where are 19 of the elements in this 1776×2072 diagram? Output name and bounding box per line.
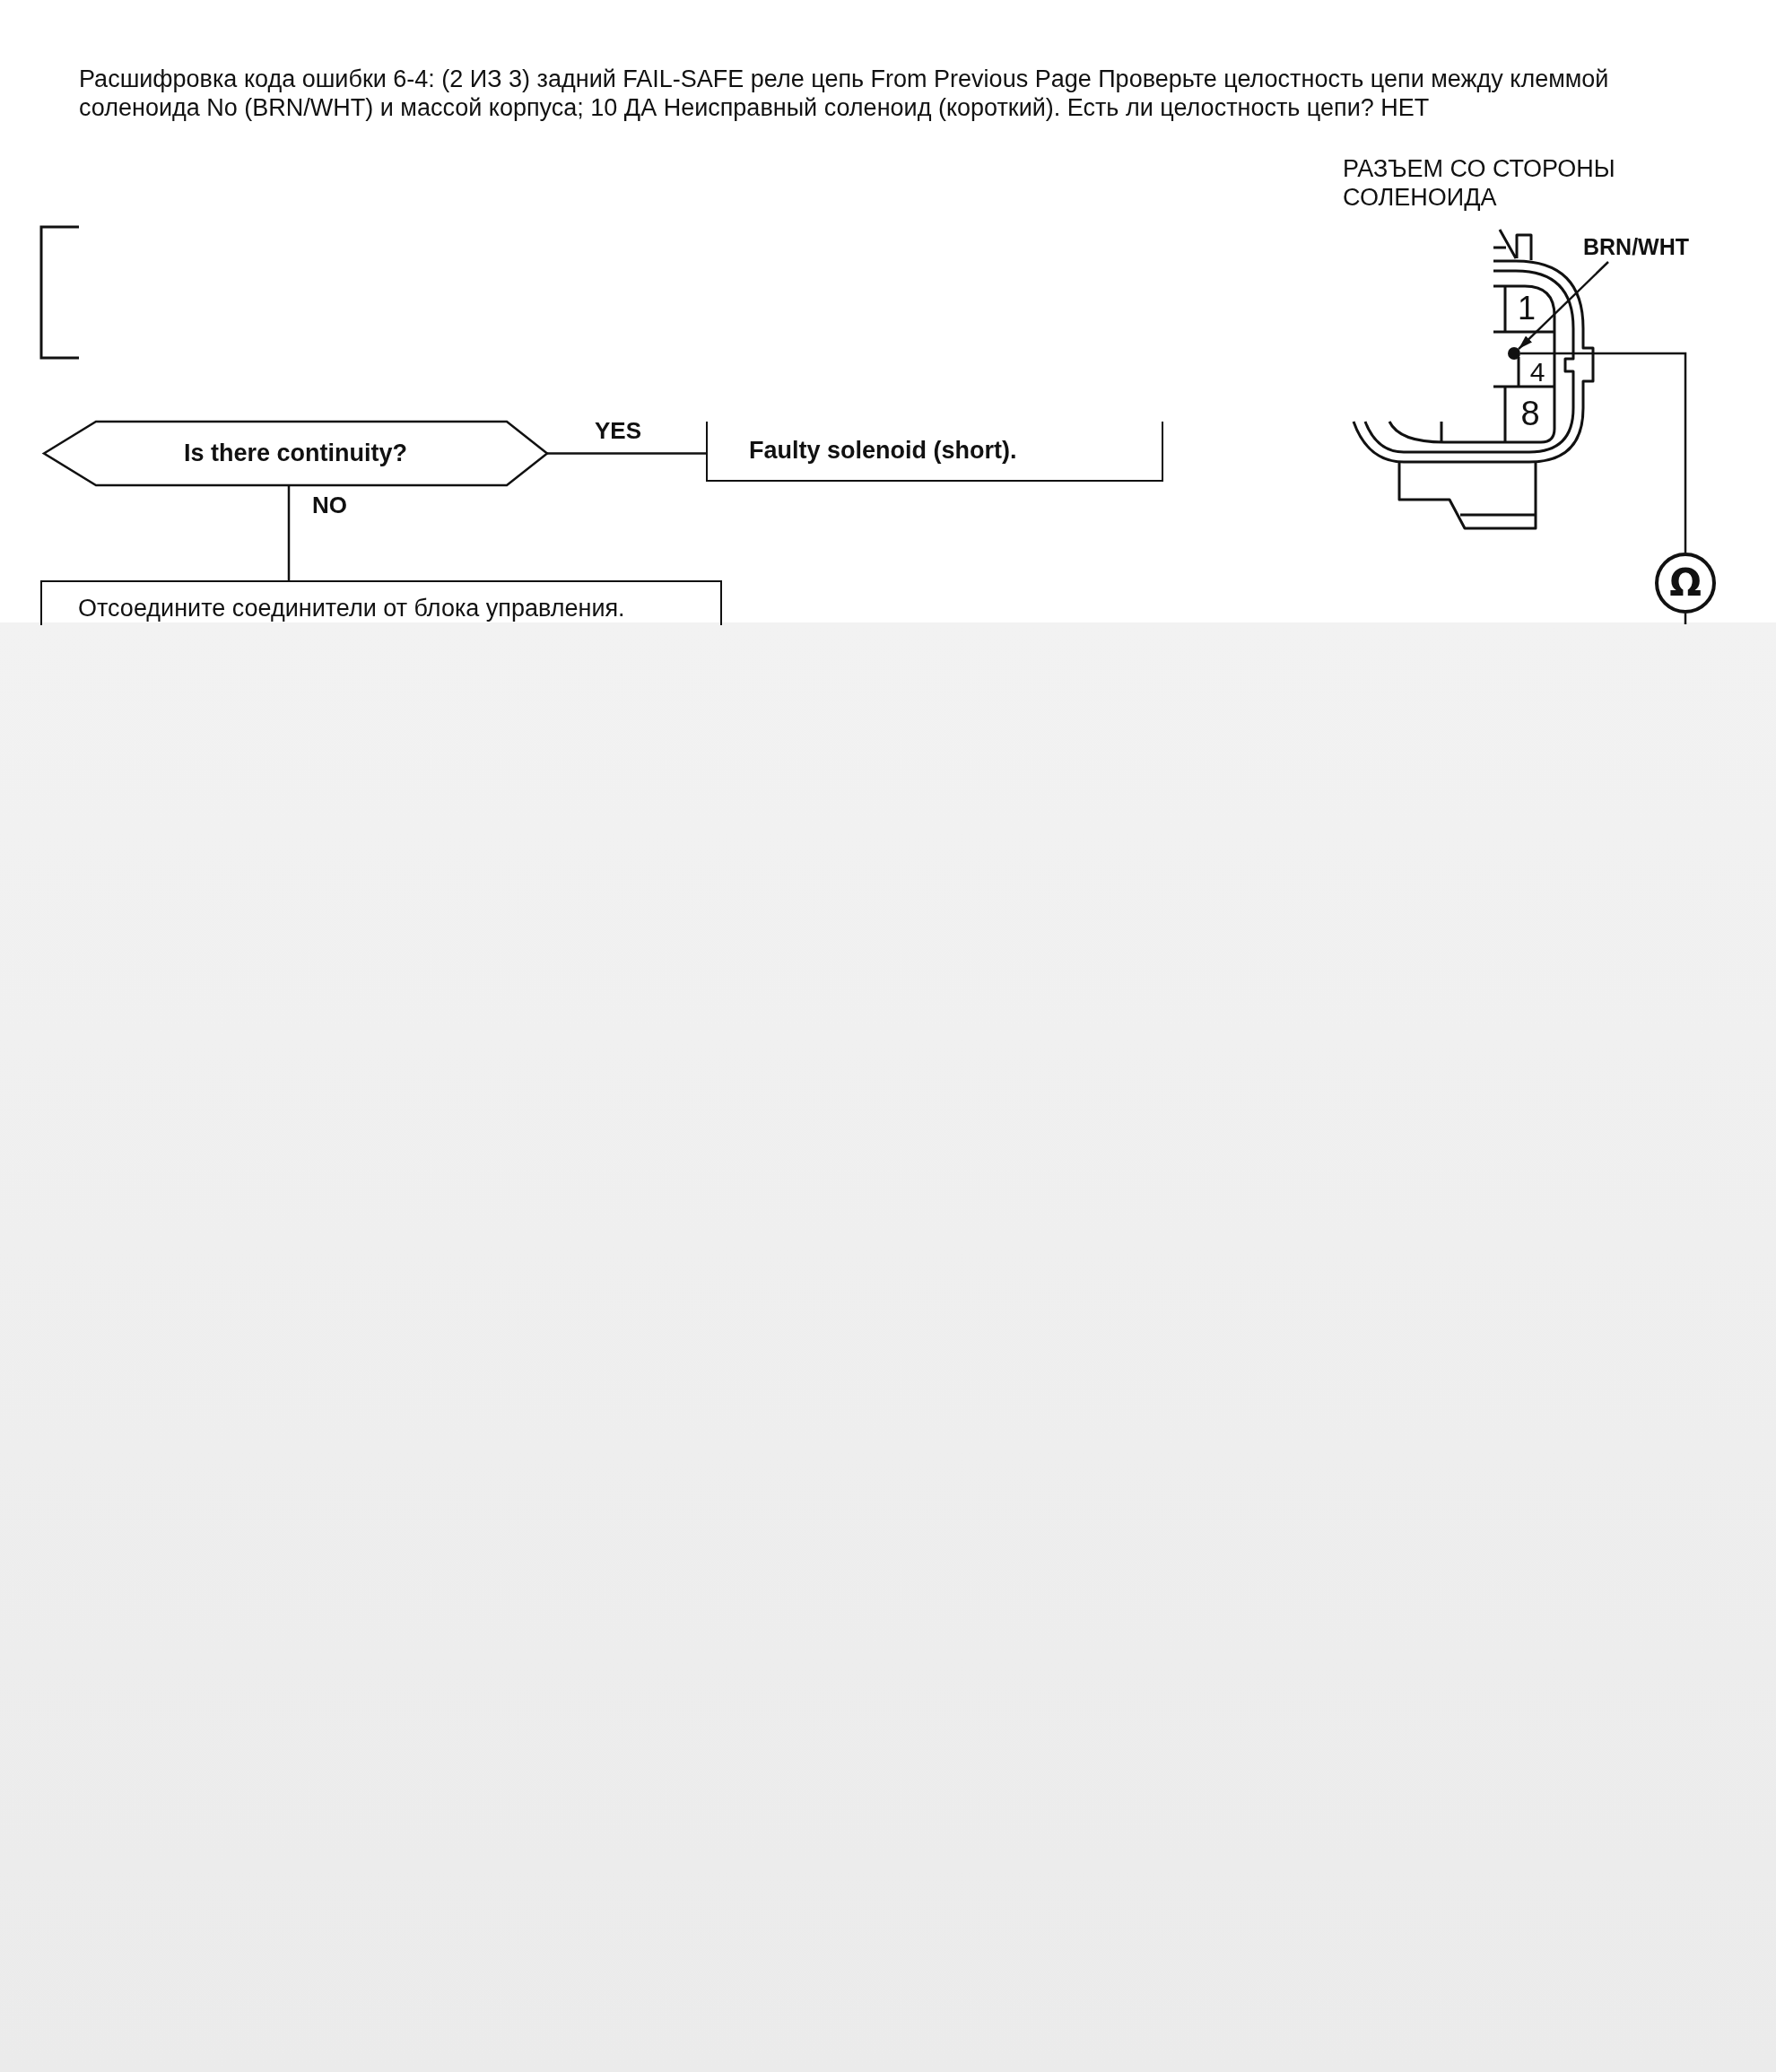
step-text: Отсоедините соединители от блока управления. <box>78 595 625 623</box>
terminal-dot <box>1508 347 1520 360</box>
process-box <box>40 580 722 625</box>
wire <box>1684 614 1687 624</box>
pin-number: 4 <box>1529 356 1545 387</box>
ohmmeter-ring <box>1655 553 1716 614</box>
connector-caption: РАЗЪЕМ СО СТОРОНЫ СОЛЕНОИДА <box>1343 154 1616 212</box>
process-box <box>706 422 1163 482</box>
pin-number: 8 <box>1520 395 1540 432</box>
flow-line <box>287 485 291 580</box>
wire <box>1520 352 1687 553</box>
ohm-symbol: Ω <box>1669 561 1702 605</box>
step-text: Faulty solenoid (short). <box>749 436 1017 465</box>
title-text: Расшифровка кода ошибки 6-4: (2 ИЗ 3) задний FAIL-SAFE реле цепь From Previous Page Проверьте целостность цепи между клеммой соленоида No (BRN/WHT) и массой корпуса; 10 ДА Неисправный соленоид (короткий). Есть ли целостность цепи? НЕТ <box>79 65 1610 122</box>
flow-line <box>547 452 706 455</box>
wire-color-label: BRN/WHT <box>1583 233 1689 260</box>
pin-number: 1 <box>1518 291 1536 326</box>
decision-text: Is there continuity? <box>184 439 407 467</box>
leader-arrow <box>1518 261 1609 350</box>
